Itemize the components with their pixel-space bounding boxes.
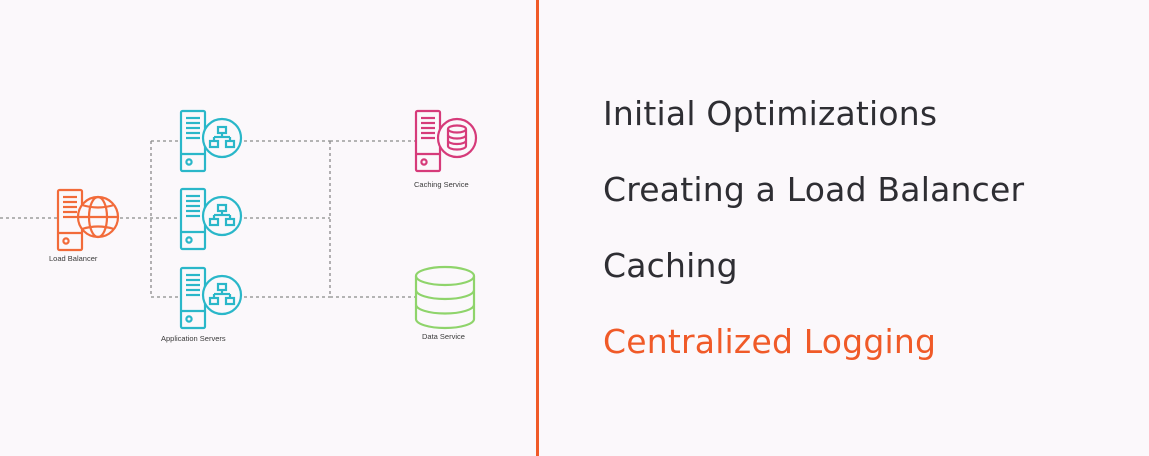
- agenda-list: Initial Optimizations Creating a Load Ba…: [603, 0, 1149, 456]
- architecture-diagram: Load Balancer Application Servers Cachin…: [0, 109, 478, 343]
- agenda-item: Creating a Load Balancer: [603, 170, 1025, 209]
- load-balancer-label: Load Balancer: [49, 254, 98, 263]
- connector-lines: [0, 140, 416, 298]
- agenda-item-active: Centralized Logging: [603, 322, 937, 361]
- data-service-label: Data Service: [422, 332, 465, 341]
- database-icon: [414, 265, 476, 330]
- section-divider: [536, 0, 539, 456]
- agenda-item: Initial Optimizations: [603, 94, 938, 133]
- agenda-item: Caching: [603, 246, 738, 285]
- app-server-icon: [179, 187, 243, 251]
- app-server-icon: [179, 109, 243, 173]
- app-server-icon: [179, 266, 243, 330]
- caching-service-label: Caching Service: [414, 180, 469, 189]
- load-balancer-icon: [56, 188, 120, 252]
- app-servers-label: Application Servers: [161, 334, 226, 343]
- caching-server-icon: [414, 109, 478, 173]
